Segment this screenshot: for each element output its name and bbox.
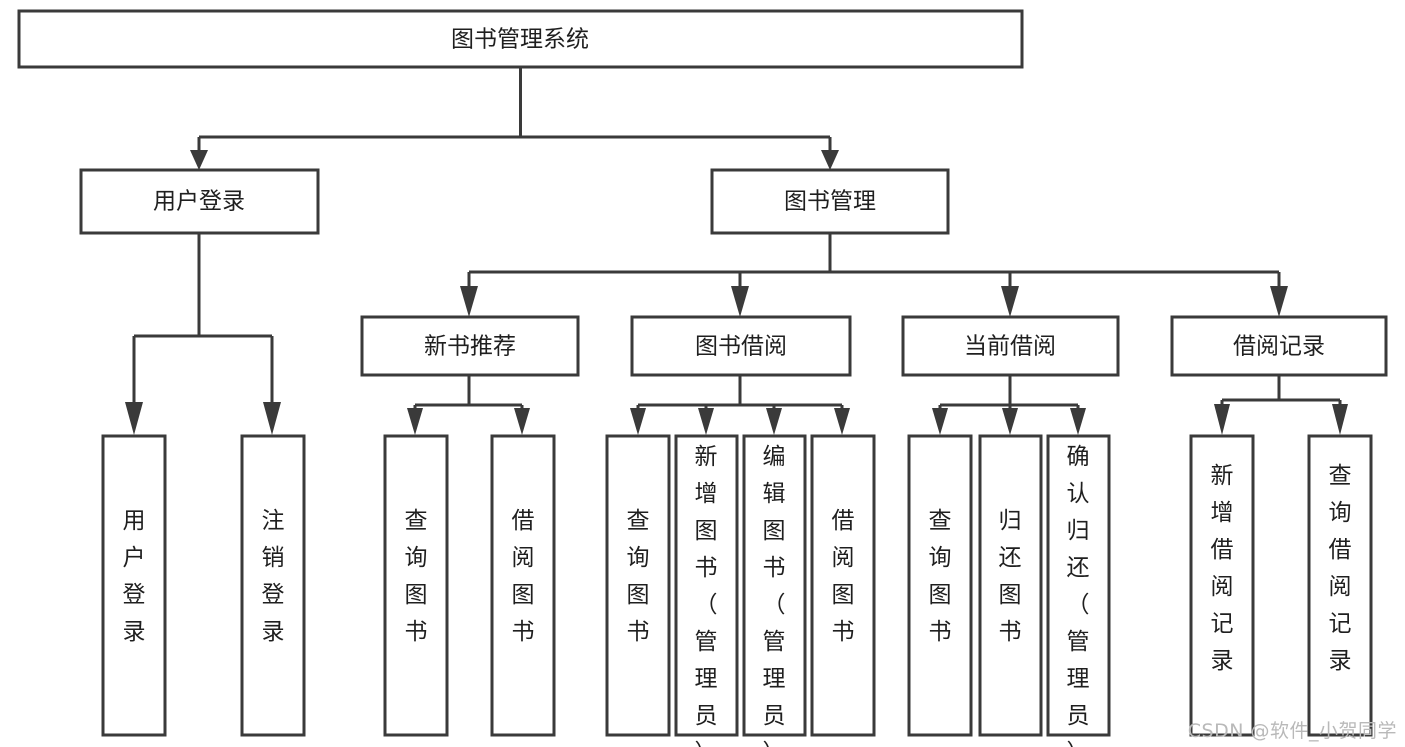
- node-leaf-borrow-book-2[interactable]: 借阅图书: [810, 434, 876, 737]
- node-leaf-edit-book-label: 编辑图书（管理员）: [763, 444, 786, 747]
- arrow-leaf-query-record: [1332, 404, 1348, 435]
- arrow-leaf-add-record: [1214, 404, 1230, 435]
- arrow-leaf-return-book: [1002, 408, 1018, 435]
- node-leaf-borrow-book-2-box[interactable]: [810, 434, 876, 737]
- arrow-to-borrow-record: [1270, 286, 1288, 317]
- node-root-label: 图书管理系统: [451, 27, 589, 53]
- arrow-leaf-borrow-book-2: [834, 408, 850, 435]
- node-user-login-label: 用户登录: [153, 189, 245, 215]
- node-root[interactable]: 图书管理系统: [17, 9, 1024, 69]
- node-root-box[interactable]: [17, 9, 1024, 69]
- node-leaf-add-book-box[interactable]: [674, 434, 739, 737]
- arrow-to-user-login: [190, 150, 208, 170]
- node-new-book-recommend-box[interactable]: [360, 315, 580, 377]
- node-leaf-borrow-book-1-box[interactable]: [490, 434, 556, 737]
- node-leaf-borrow-book-2-label: 借阅图书: [832, 508, 855, 645]
- node-book-borrow-box[interactable]: [630, 315, 852, 377]
- node-leaf-query-book-1[interactable]: 查询图书: [383, 434, 449, 737]
- node-leaf-query-record[interactable]: 查询借阅记录: [1307, 434, 1373, 737]
- arrow-to-book-borrow: [731, 286, 749, 317]
- arrow-to-current-borrow: [1001, 286, 1019, 317]
- node-book-borrow-label: 图书借阅: [695, 334, 787, 360]
- node-leaf-query-book-2-box[interactable]: [605, 434, 671, 737]
- node-leaf-add-book-label: 新增图书（管理员）: [695, 444, 718, 747]
- node-leaf-confirm-return-label: 确认归还（管理员）: [1067, 444, 1090, 747]
- node-leaf-edit-book-box[interactable]: [742, 434, 807, 737]
- node-leaf-edit-book[interactable]: 编辑图书（管理员）: [742, 434, 807, 747]
- node-borrow-record-box[interactable]: [1170, 315, 1388, 377]
- node-leaf-query-book-3-label: 查询图书: [929, 508, 952, 645]
- node-leaf-query-book-1-box[interactable]: [383, 434, 449, 737]
- arrow-leaf-borrow-book-1: [514, 408, 530, 435]
- node-leaf-return-book-box[interactable]: [978, 434, 1043, 737]
- node-new-book-recommend[interactable]: 新书推荐: [360, 315, 580, 377]
- node-leaf-query-book-3[interactable]: 查询图书: [907, 434, 973, 737]
- node-leaf-query-book-3-box[interactable]: [907, 434, 973, 737]
- node-new-book-recommend-label: 新书推荐: [424, 334, 516, 360]
- node-leaf-confirm-return[interactable]: 确认归还（管理员）: [1046, 434, 1111, 747]
- node-user-login[interactable]: 用户登录: [79, 168, 320, 235]
- node-borrow-record[interactable]: 借阅记录: [1170, 315, 1388, 377]
- node-leaf-return-book[interactable]: 归还图书: [978, 434, 1043, 737]
- node-leaf-user-logout-label: 注销登录: [262, 508, 285, 645]
- node-leaf-add-book[interactable]: 新增图书（管理员）: [674, 434, 739, 747]
- node-leaf-add-record[interactable]: 新增借阅记录: [1189, 434, 1255, 737]
- node-leaf-borrow-book-1-label: 借阅图书: [512, 508, 535, 645]
- node-current-borrow-label: 当前借阅: [964, 334, 1056, 360]
- node-leaf-add-record-box[interactable]: [1189, 434, 1255, 737]
- node-leaf-user-login[interactable]: 用户登录: [101, 434, 167, 737]
- arrow-to-new-book-recommend: [460, 286, 478, 317]
- node-leaf-user-login-box[interactable]: [101, 434, 167, 737]
- node-leaf-user-login-label: 用户登录: [123, 508, 146, 645]
- arrow-to-book-manage: [821, 150, 839, 170]
- node-leaf-query-record-label: 查询借阅记录: [1329, 463, 1352, 674]
- node-leaf-add-record-label: 新增借阅记录: [1211, 463, 1234, 674]
- node-current-borrow-box[interactable]: [901, 315, 1120, 377]
- node-leaf-confirm-return-box[interactable]: [1046, 434, 1111, 737]
- node-leaf-query-book-2[interactable]: 查询图书: [605, 434, 671, 737]
- node-leaf-borrow-book-1[interactable]: 借阅图书: [490, 434, 556, 737]
- node-leaf-query-book-1-label: 查询图书: [405, 508, 428, 645]
- node-book-manage[interactable]: 图书管理: [710, 168, 950, 235]
- node-current-borrow[interactable]: 当前借阅: [901, 315, 1120, 377]
- node-book-manage-box[interactable]: [710, 168, 950, 235]
- node-borrow-record-label: 借阅记录: [1233, 334, 1325, 360]
- arrow-leaf-user-logout: [263, 402, 281, 435]
- node-leaf-user-logout-box[interactable]: [240, 434, 306, 737]
- node-leaf-return-book-label: 归还图书: [999, 508, 1022, 645]
- arrow-leaf-query-book-1: [407, 408, 423, 435]
- arrow-leaf-query-book-3: [932, 408, 948, 435]
- node-book-manage-label: 图书管理: [784, 189, 876, 215]
- node-user-login-box[interactable]: [79, 168, 320, 235]
- arrow-leaf-query-book-2: [630, 408, 646, 435]
- arrow-leaf-edit-book: [766, 408, 782, 435]
- connector-group: [125, 67, 1348, 435]
- node-leaf-query-record-box[interactable]: [1307, 434, 1373, 737]
- node-leaf-user-logout[interactable]: 注销登录: [240, 434, 306, 737]
- arrow-leaf-confirm-return: [1070, 408, 1086, 435]
- arrow-leaf-user-login: [125, 402, 143, 435]
- arrow-leaf-add-book: [698, 408, 714, 435]
- node-book-borrow[interactable]: 图书借阅: [630, 315, 852, 377]
- node-leaf-query-book-2-label: 查询图书: [627, 508, 650, 645]
